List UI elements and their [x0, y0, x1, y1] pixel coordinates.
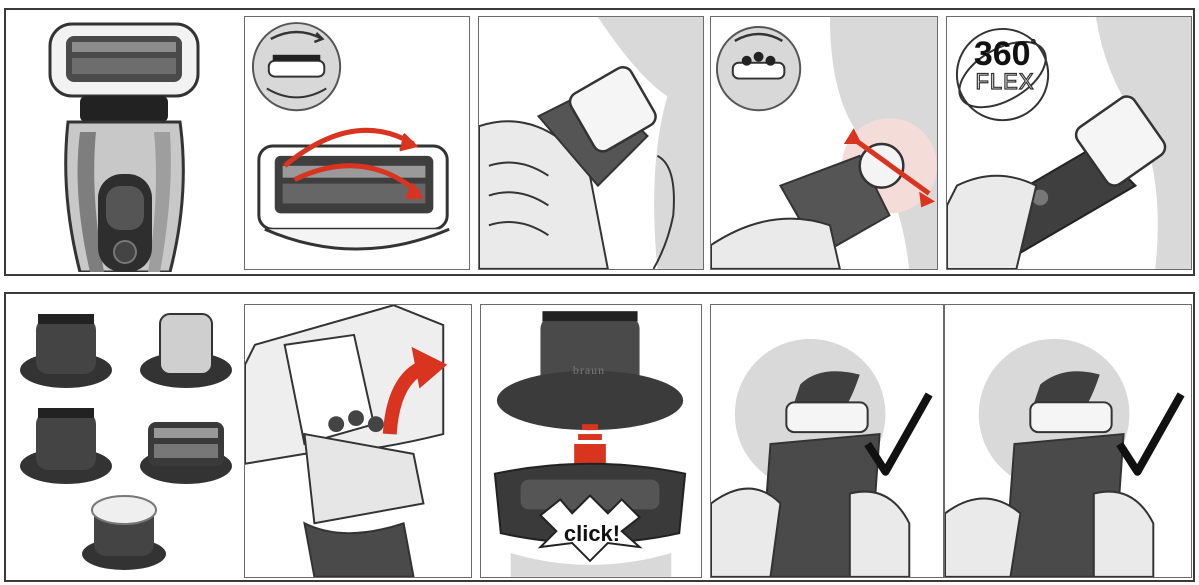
- panel-head-flex-demo: [244, 16, 470, 270]
- beard-trimmer-attachment-icon: [20, 314, 112, 388]
- shaving-cheek-illustration: [479, 17, 703, 269]
- panel-flex-360-shaving: 360° FLEX: [946, 16, 1192, 270]
- head-flex-illustration: [245, 17, 469, 269]
- brand-label: braun: [529, 363, 649, 378]
- badge-word: FLEX: [965, 71, 1045, 93]
- panel-attachments-overview: [14, 304, 236, 574]
- body-groomer-attachment-icon: [20, 408, 112, 484]
- correct-use-illustration-2: [945, 305, 1191, 577]
- panel-shaving-cheek: [478, 16, 704, 270]
- top-instruction-strip: 360° FLEX: [4, 8, 1195, 276]
- cleansing-brush-attachment-icon: [82, 496, 166, 570]
- shaver-head-attachment-icon: [140, 422, 232, 484]
- shaver-front-illustration: [20, 14, 236, 272]
- panel-correct-use-1: [710, 304, 944, 578]
- bottom-instruction-strip: braun click!: [4, 292, 1195, 582]
- attachments-illustration: [14, 304, 236, 574]
- remove-head-illustration: [245, 305, 471, 577]
- flex-360-badge: 360° FLEX: [965, 37, 1045, 93]
- panel-attach-trimmer: braun click!: [480, 304, 702, 578]
- panel-shaving-neck-flex: [710, 16, 938, 270]
- precision-trimmer-attachment-icon: [140, 314, 232, 388]
- click-callout: click!: [537, 521, 647, 547]
- badge-degree: °: [1031, 36, 1037, 52]
- panel-shaver-overview: [20, 14, 236, 272]
- panel-correct-use-2: [944, 304, 1192, 578]
- badge-number: 360: [974, 35, 1031, 73]
- panel-remove-head: [244, 304, 472, 578]
- correct-use-illustration-1: [711, 305, 943, 577]
- shaving-neck-illustration: [711, 17, 937, 269]
